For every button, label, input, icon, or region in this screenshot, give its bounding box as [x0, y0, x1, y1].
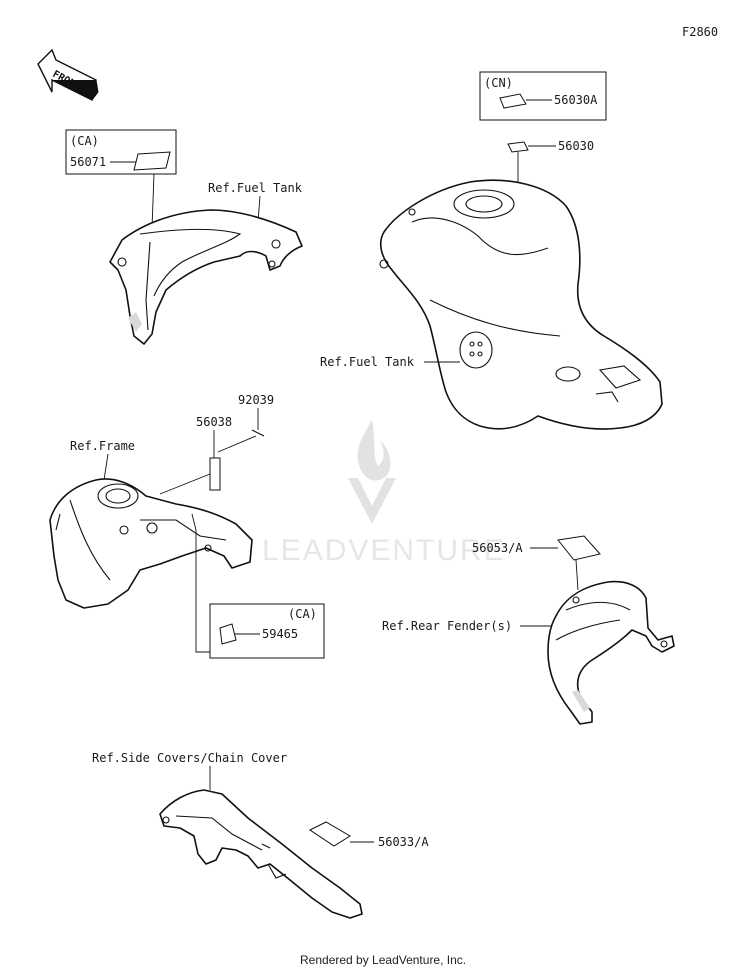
chain-cover-group: Ref.Side Covers/Chain Cover 56033/A: [92, 751, 429, 919]
tank-cover-part: [109, 209, 303, 345]
decal-56053A: [557, 535, 601, 561]
rear-fender-part: [547, 580, 675, 725]
tank-cover-group: (CA) 56071 Ref.Fuel Tank: [65, 129, 303, 345]
part-56071-label: 56071: [70, 155, 106, 169]
part-56030A-label: 56030A: [554, 93, 598, 107]
ca-label-1: (CA): [70, 134, 99, 148]
diagram-code: F2860: [682, 25, 718, 39]
part-56053A-label: 56053/A: [472, 541, 523, 555]
ca-label-2: (CA): [288, 607, 317, 621]
decal-56071: [133, 151, 171, 171]
watermark-text: LEADVENTURE: [262, 534, 506, 567]
part-56030-label: 56030: [558, 139, 594, 153]
front-arrow-icon: FRONT: [37, 48, 99, 102]
footer-credit: Rendered by LeadVenture, Inc.: [300, 953, 466, 967]
fuel-tank-part: [379, 179, 663, 430]
decal-59465: [219, 623, 237, 645]
ref-rear-fender-label: Ref.Rear Fender(s): [382, 619, 512, 633]
decal-56030A: [499, 93, 527, 109]
part-56038-label: 56038: [196, 415, 232, 429]
rear-fender-group: 56053/A Ref.Rear Fender(s): [382, 535, 675, 725]
cn-box: [479, 71, 607, 121]
fuel-tank-group: (CN) 56030A 56030 Ref.Fuel Tank: [320, 71, 663, 430]
ref-fuel-tank-label-1: Ref.Fuel Tank: [208, 181, 303, 195]
cn-label: (CN): [484, 76, 513, 90]
chain-cover-part: [159, 789, 363, 919]
leadventure-watermark: LEADVENTURE: [262, 420, 506, 567]
decal-56033A: [309, 821, 351, 847]
ref-side-covers-label: Ref.Side Covers/Chain Cover: [92, 751, 287, 765]
decal-56038: [209, 457, 221, 491]
part-92039-label: 92039: [238, 393, 274, 407]
decal-56030: [507, 141, 529, 153]
ref-fuel-tank-label-2: Ref.Fuel Tank: [320, 355, 415, 369]
frame-group: 92039 56038 Ref.Frame (CA) 59465: [49, 393, 325, 659]
frame-part: [49, 478, 253, 609]
part-56033A-label: 56033/A: [378, 835, 429, 849]
ref-frame-label: Ref.Frame: [70, 439, 135, 453]
part-59465-label: 59465: [262, 627, 298, 641]
